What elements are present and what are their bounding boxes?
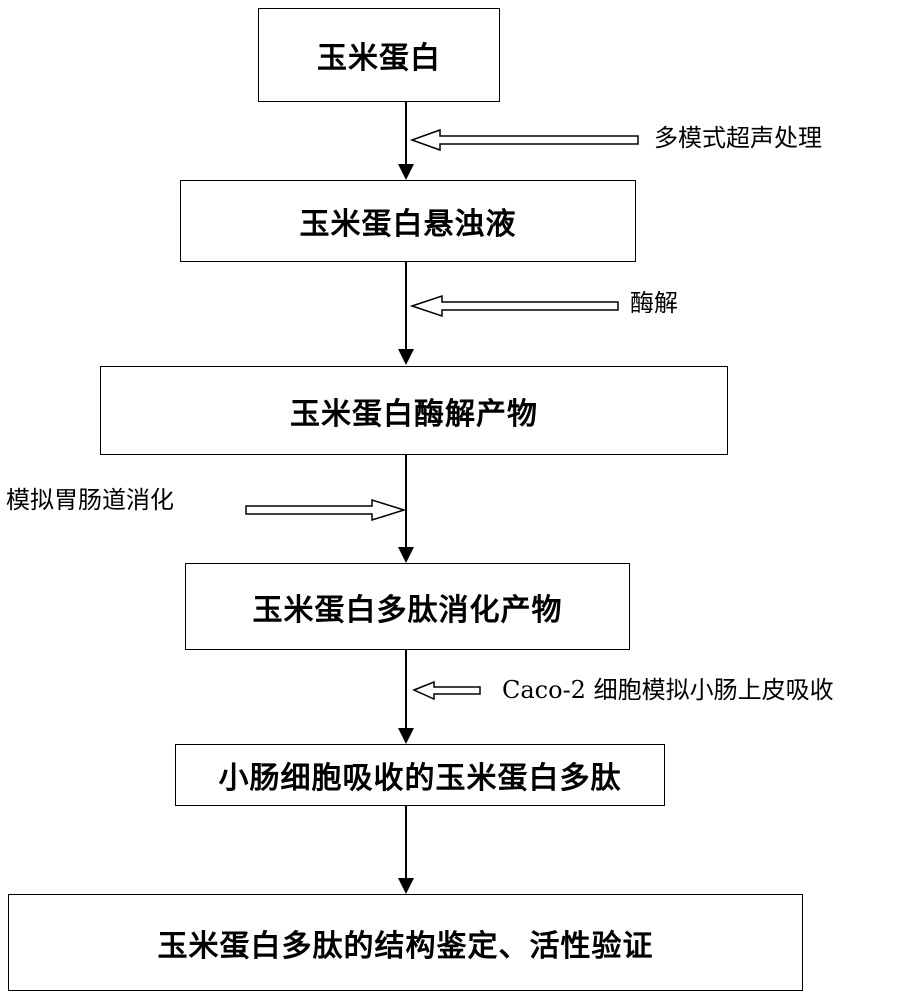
step-label: 玉米蛋白多肽消化产物 (252, 592, 563, 628)
treatment-label-ultrasound: 多模式超声处理 (654, 124, 822, 152)
main-arrow-1 (398, 102, 414, 180)
step-label: 小肠细胞吸收的玉米蛋白多肽 (218, 761, 622, 796)
main-arrow-4 (398, 650, 414, 744)
treatment-arrow-digestion (245, 498, 407, 522)
treatment-arrow-absorption (412, 680, 481, 701)
main-arrow-5 (398, 806, 414, 894)
treatment-label-enzymolysis: 酶解 (630, 289, 678, 317)
step-box-hydrolysate: 玉米蛋白酶解产物 (100, 366, 728, 455)
step-label: 玉米蛋白酶解产物 (290, 396, 538, 432)
step-label: 玉米蛋白悬浊液 (299, 207, 517, 242)
step-box-digestion-product: 玉米蛋白多肽消化产物 (185, 563, 630, 650)
step-box-suspension: 玉米蛋白悬浊液 (180, 180, 636, 262)
treatment-arrow-enzymolysis (409, 294, 619, 318)
step-box-absorbed-peptide: 小肠细胞吸收的玉米蛋白多肽 (175, 744, 665, 806)
step-label: 玉米蛋白多肽的结构鉴定、活性验证 (157, 928, 654, 964)
treatment-label-digestion: 模拟胃肠道消化 (6, 486, 174, 514)
treatment-label-absorption: Caco-2 细胞模拟小肠上皮吸收 (502, 676, 834, 704)
step-label: 玉米蛋白 (317, 41, 441, 76)
main-arrow-3 (398, 455, 414, 563)
treatment-arrow-ultrasound (409, 128, 639, 152)
step-box-corn-protein: 玉米蛋白 (258, 8, 500, 102)
step-box-characterization: 玉米蛋白多肽的结构鉴定、活性验证 (8, 894, 803, 991)
main-arrow-2 (398, 262, 414, 365)
